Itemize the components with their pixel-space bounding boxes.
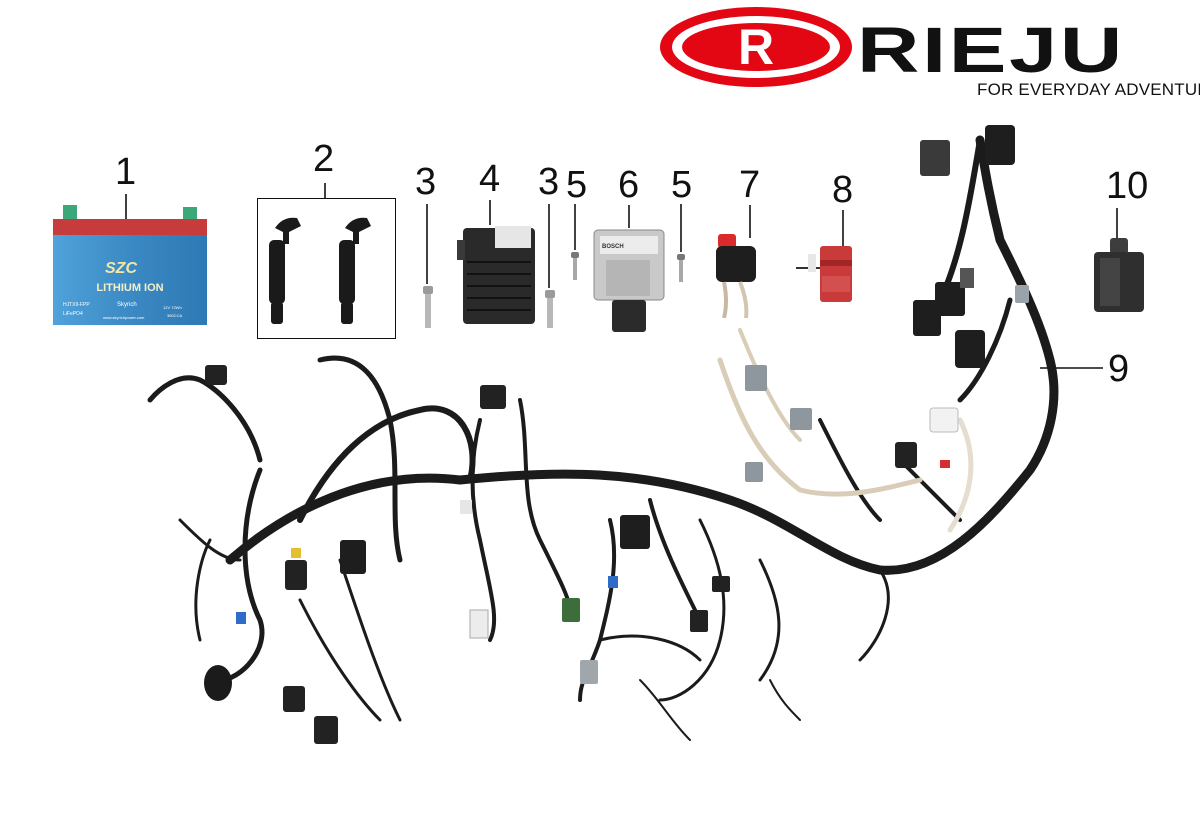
callout-7: 7 (739, 164, 761, 206)
callout-2: 2 (313, 138, 335, 180)
bolt-icon-2 (545, 290, 555, 328)
ignition-coil-icon (269, 217, 371, 324)
screw-icon (571, 252, 579, 280)
callout-3b: 3 (538, 161, 560, 203)
brand-name: RIEJU (857, 14, 1125, 86)
callout-8: 8 (832, 169, 854, 211)
brand-tagline: FOR EVERYDAY ADVENTURE (977, 80, 1200, 99)
starter-relay-icon (716, 234, 756, 318)
battery-chem: LiFePO4 (63, 311, 83, 317)
bolt-icon (423, 286, 433, 328)
callout-10: 10 (1106, 165, 1149, 207)
sensor-icon (1094, 238, 1144, 312)
battery-label: LITHIUM ION (96, 282, 163, 294)
battery-site: www.skyrichpower.com (103, 315, 145, 320)
ecu-maker: BOSCH (602, 244, 624, 250)
battery-brand: SZC (105, 260, 137, 277)
fuse-icon (796, 246, 852, 302)
logo-letter: R (738, 19, 774, 75)
battery-model: HJTX9-FPP (63, 302, 90, 308)
callout-6: 6 (618, 164, 640, 206)
battery-icon: SZC LITHIUM ION HJTX9-FPP Skyrich 12V 72… (53, 205, 207, 325)
battery-rating: 12V 72Wh (163, 305, 182, 310)
callout-5b: 5 (671, 164, 693, 206)
battery-cca: 360CCA (167, 313, 182, 318)
callout-4: 4 (479, 158, 501, 200)
callout-3: 3 (415, 161, 437, 203)
callout-9: 9 (1108, 348, 1130, 390)
screw-icon-2 (677, 254, 685, 282)
ignition-coils-box (257, 198, 396, 339)
battery-maker: Skyrich (117, 302, 137, 308)
rieju-logo-icon: R (660, 7, 852, 87)
voltage-regulator-icon (457, 226, 535, 324)
ecu-icon: BOSCH (593, 229, 665, 332)
callout-5: 5 (566, 164, 588, 206)
callout-1: 1 (115, 151, 137, 193)
